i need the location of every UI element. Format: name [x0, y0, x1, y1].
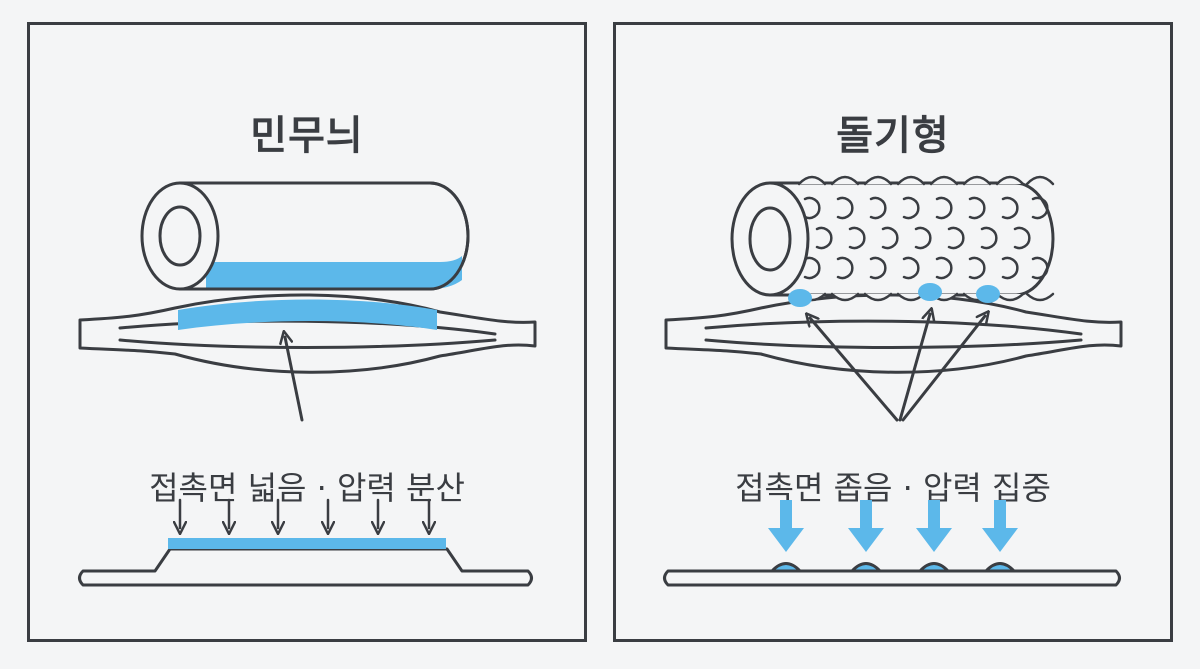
- contact-point: [976, 285, 1000, 303]
- contact-area-highlight: [178, 299, 437, 330]
- roller-core-hole: [748, 206, 792, 272]
- muscle-fiber-line: [704, 338, 1083, 349]
- panel-title: 돌기형: [836, 113, 950, 159]
- pointer-arrows: [810, 314, 985, 422]
- muscle-fiber-line: [118, 338, 497, 349]
- smooth-roller-illustration: [78, 181, 537, 587]
- roller-bump: [1031, 256, 1049, 280]
- roller-bump: [962, 175, 992, 186]
- roller-bump: [995, 175, 1025, 186]
- pointer-arrow: [285, 337, 304, 422]
- roller-bump: [830, 175, 860, 186]
- roller-bump: [815, 226, 833, 250]
- pressure-base: [663, 569, 1121, 587]
- roller-bump: [914, 226, 932, 250]
- distributed-pressure-arrows: [180, 498, 429, 528]
- roller-bump: [968, 256, 986, 280]
- roller-bump: [1013, 226, 1031, 250]
- roller-bump: [836, 196, 854, 220]
- roller-bump: [1025, 292, 1055, 302]
- roller-bump: [995, 292, 1025, 302]
- muscle-shape: [664, 293, 1123, 374]
- roller-bump: [863, 292, 893, 302]
- panel-title: 민무늬: [250, 113, 364, 159]
- textured-roller-illustration: [663, 175, 1123, 587]
- pressure-contact-band: [168, 538, 446, 549]
- roller-bump: [1001, 196, 1019, 220]
- roller-bump: [869, 196, 887, 220]
- roller-bump: [881, 226, 899, 250]
- roller-bump: [830, 292, 860, 302]
- roller-bump: [935, 256, 953, 280]
- roller-bump: [929, 175, 959, 186]
- roller-bump: [848, 226, 866, 250]
- panel-caption: 접촉면 넓음 · 압력 분산: [149, 469, 465, 507]
- roller-bump: [935, 196, 953, 220]
- roller-bump: [980, 226, 998, 250]
- roller-contact-highlight: [206, 256, 462, 289]
- roller-bump: [869, 256, 887, 280]
- muscle-fiber-line: [118, 319, 497, 336]
- roller-bump: [863, 175, 893, 186]
- roller-bump: [902, 196, 920, 220]
- roller-bump: [902, 256, 920, 280]
- muscle-fiber-line: [704, 319, 1083, 336]
- pressure-base: [78, 547, 533, 587]
- roller-bump: [1025, 175, 1055, 186]
- contact-point: [918, 283, 942, 301]
- pressure-contact-points: [770, 562, 1016, 573]
- roller-bump: [1031, 196, 1049, 220]
- roller-end-cap: [140, 181, 220, 291]
- roller-end-cap: [730, 181, 810, 297]
- roller-bump: [797, 175, 827, 186]
- roller-bump: [803, 196, 821, 220]
- roller-body: [768, 181, 1055, 297]
- roller-core-hole: [158, 205, 202, 267]
- roller-bump: [896, 175, 926, 186]
- roller-bump: [968, 196, 986, 220]
- roller-bump: [836, 256, 854, 280]
- contact-point: [788, 289, 812, 307]
- roller-bump: [803, 256, 821, 280]
- roller-bump: [1001, 256, 1019, 280]
- roller-bump: [947, 226, 965, 250]
- concentrated-pressure-arrows: [768, 500, 1018, 552]
